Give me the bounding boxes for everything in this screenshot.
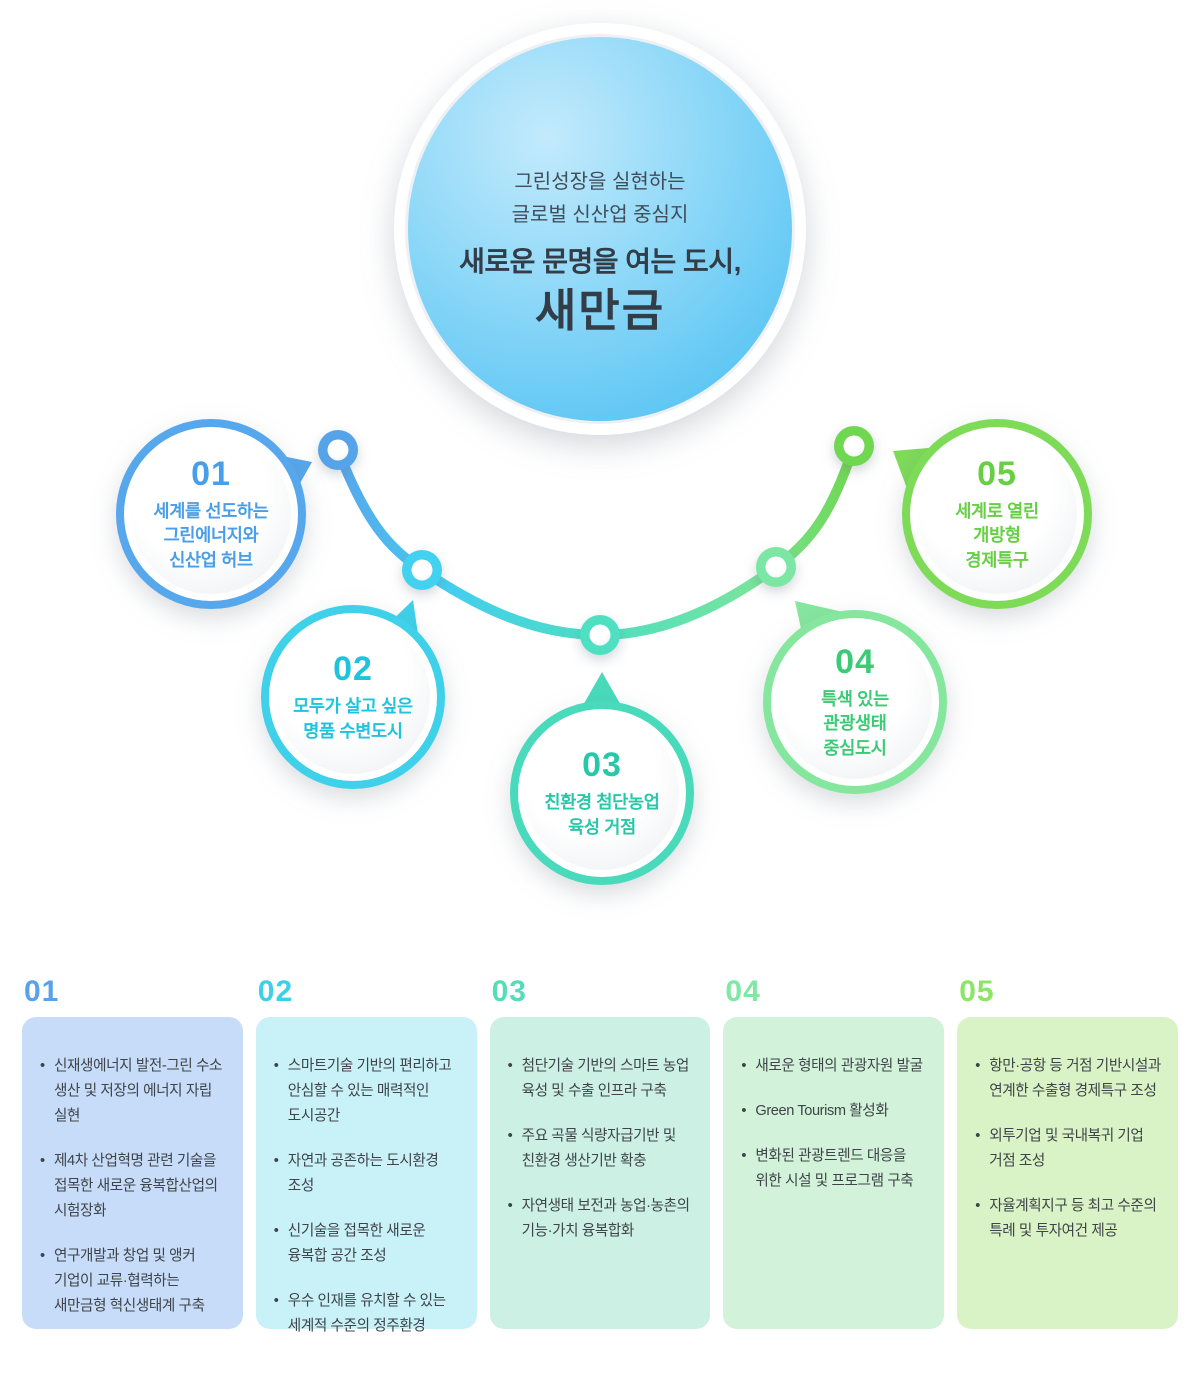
detail-4-number: 04	[725, 975, 761, 1008]
list-item: 중심도시	[823, 737, 887, 758]
list-item: 외투기업 및 국내복귀 기업 거점 조성	[975, 1124, 1164, 1174]
list-item: 자연생태 보전과 농업·농촌의 기능·가치 융복합화	[508, 1194, 697, 1244]
list-item: 새로운 형태의 관광자원 발굴	[741, 1054, 930, 1079]
detail-3-number: 03	[491, 975, 527, 1008]
goal-circle-1	[116, 419, 306, 609]
list-item: 그린성장을 실현하는	[514, 171, 686, 193]
detail-3-card: 첨단기술 기반의 스마트 농업 육성 및 수출 인프라 구축주요 곡물 식량자급…	[489, 1017, 711, 1329]
list-item: 신재생에너지 발전-그린 수소 생산 및 저장의 에너지 자립 실현	[40, 1054, 229, 1129]
goal-4-number: 04	[835, 642, 875, 681]
goal-face-3	[525, 716, 679, 870]
detail-column-2: 02 스마트기술 기반의 편리하고 안심할 수 있는 매력적인 도시공간자연과 …	[255, 975, 477, 1334]
detail-2-number: 02	[257, 975, 294, 1008]
list-item: 스마트기술 기반의 편리하고 안심할 수 있는 매력적인 도시공간	[274, 1054, 463, 1129]
detail-5-number: 05	[959, 975, 995, 1008]
connector-arc	[333, 441, 859, 641]
list-item: 우수 인재를 유치할 수 있는 세계적 수준의 정주환경	[274, 1289, 463, 1339]
list-item: 육성 거점	[568, 816, 636, 837]
goal-face-2	[276, 620, 430, 774]
list-item: 연구개발과 창업 및 앵커 기업이 교류·협력하는 새만금형 혁신생태계 구축	[40, 1244, 229, 1319]
detail-5-card: 항만·공항 등 거점 기반시설과 연계한 수출형 경제특구 조성외투기업 및 국…	[957, 1017, 1178, 1329]
detail-1-list: 신재생에너지 발전-그린 수소 생산 및 저장의 에너지 자립 실현제4차 산업…	[40, 1054, 229, 1319]
detail-cards-section: 01 신재생에너지 발전-그린 수소 생산 및 저장의 에너지 자립 실현제4차…	[0, 958, 1200, 1334]
list-item: 개방형	[973, 525, 1021, 546]
arc-node-3	[580, 615, 620, 655]
list-item: 모두가 살고 싶은	[293, 696, 413, 716]
detail-3-list: 첨단기술 기반의 스마트 농업 육성 및 수출 인프라 구축주요 곡물 식량자급…	[508, 1054, 697, 1244]
list-item: 글로벌 신산업 중심지	[511, 204, 689, 226]
goal-5-number: 05	[977, 454, 1017, 493]
list-item: 첨단기술 기반의 스마트 농업 육성 및 수출 인프라 구축	[508, 1054, 697, 1104]
list-item: 세계로 열린	[955, 500, 1039, 521]
list-item: 그린에너지와	[163, 525, 259, 546]
list-item: 항만·공항 등 거점 기반시설과 연계한 수출형 경제특구 조성	[975, 1054, 1164, 1104]
goal-circle-3	[510, 701, 694, 885]
detail-4-card: 새로운 형태의 관광자원 발굴 Green Tourism 활성화변화된 관광트렌…	[723, 1017, 945, 1329]
list-item: 경제특구	[965, 549, 1029, 570]
list-item: 특색 있는	[821, 688, 889, 709]
list-item: 세계를 선도하는	[153, 500, 269, 521]
goal-circle-4	[763, 610, 947, 794]
goal-circle-5	[902, 419, 1092, 609]
goal-face-5	[917, 434, 1077, 594]
vision-diagram-canvas	[116, 23, 1092, 885]
detail-column-5: 05 항만·공항 등 거점 기반시설과 연계한 수출형 경제특구 조성외투기업 …	[957, 976, 1178, 1329]
goal-1-number: 01	[191, 454, 231, 493]
list-item: 제4차 산업혁명 관련 기술을 접목한 새로운 융복합산업의 시험장화	[40, 1149, 229, 1224]
list-item: 명품 수변도시	[303, 720, 403, 741]
detail-column-3: 03 첨단기술 기반의 스마트 농업 육성 및 수출 인프라 구축주요 곡물 식…	[489, 975, 711, 1329]
detail-2-card: 스마트기술 기반의 편리하고 안심할 수 있는 매력적인 도시공간자연과 공존하…	[255, 1017, 477, 1334]
detail-5-list: 항만·공항 등 거점 기반시설과 연계한 수출형 경제특구 조성외투기업 및 국…	[975, 1054, 1164, 1244]
list-item: 자율계획지구 등 최고 수준의 특례 및 투자여건 제공	[975, 1194, 1164, 1244]
arc-node-5	[834, 426, 874, 466]
list-item: 친환경 첨단농업	[544, 792, 660, 812]
goal-2-number: 02	[333, 650, 373, 688]
list-item: 관광생태	[823, 713, 887, 734]
list-item: 신기술을 접목한 새로운 융복합 공간 조성	[274, 1219, 463, 1269]
detail-4-list: 새로운 형태의 관광자원 발굴 Green Tourism 활성화변화된 관광트렌…	[741, 1054, 930, 1194]
list-item: 신산업 허브	[169, 549, 253, 570]
list-item: 주요 곡물 식량자급기반 및 친환경 생산기반 확충	[508, 1124, 697, 1174]
list-item: 자연과 공존하는 도시환경 조성	[274, 1149, 463, 1199]
goal-face-4	[778, 625, 932, 779]
detail-2-list: 스마트기술 기반의 편리하고 안심할 수 있는 매력적인 도시공간자연과 공존하…	[274, 1054, 463, 1339]
detail-1-number: 01	[24, 975, 60, 1008]
goal-circle-2	[261, 605, 445, 789]
hero-title-emphasis: 새만금	[534, 285, 666, 336]
detail-1-card: 신재생에너지 발전-그린 수소 생산 및 저장의 에너지 자립 실현제4차 산업…	[22, 1017, 243, 1329]
arc-node-1	[318, 430, 358, 470]
list-item: 변화된 관광트렌드 대응을 위한 시설 및 프로그램 구축	[741, 1144, 930, 1194]
arc-node-2	[402, 550, 442, 590]
detail-column-1: 01 신재생에너지 발전-그린 수소 생산 및 저장의 에너지 자립 실현제4차…	[22, 976, 243, 1329]
detail-column-4: 04 새로운 형태의 관광자원 발굴 Green Tourism 활성화변화된 관…	[723, 975, 945, 1329]
list-item: Green Tourism 활성화	[741, 1099, 930, 1124]
hero-circle	[394, 23, 806, 435]
arc-node-4	[756, 547, 796, 587]
goal-face-1	[131, 434, 291, 594]
hero-title-line: 새로운 문명을 여는 도시,	[459, 246, 741, 277]
goal-3-number: 03	[582, 746, 622, 784]
